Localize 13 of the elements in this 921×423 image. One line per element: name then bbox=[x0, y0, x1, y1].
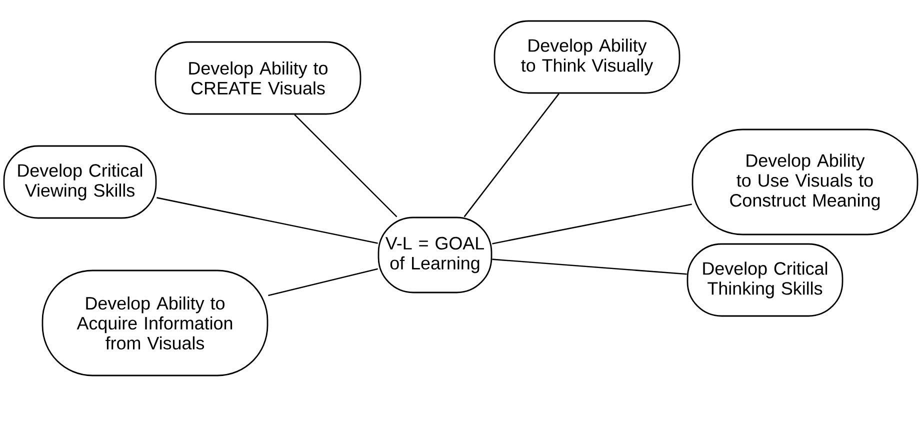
connector-line bbox=[464, 93, 560, 218]
connector-line bbox=[156, 197, 378, 244]
bubble: Develop Ability to Use Visuals to Construct Meaning bbox=[692, 128, 918, 236]
connector-line bbox=[268, 268, 378, 296]
connector-line bbox=[294, 114, 398, 218]
connector-line bbox=[492, 258, 687, 275]
bubble: V-L = GOAL of Learning bbox=[378, 216, 492, 294]
bubble: Develop Critical Thinking Skills bbox=[686, 243, 844, 317]
bubble: Develop Critical Viewing Skills bbox=[3, 145, 157, 219]
connector-line bbox=[492, 204, 692, 244]
bubble: Develop Ability to CREATE Visuals bbox=[154, 41, 362, 115]
bubble: Develop Ability to Think Visually bbox=[494, 20, 680, 94]
bubble: Develop Ability to Acquire Information from Visuals bbox=[42, 270, 268, 376]
